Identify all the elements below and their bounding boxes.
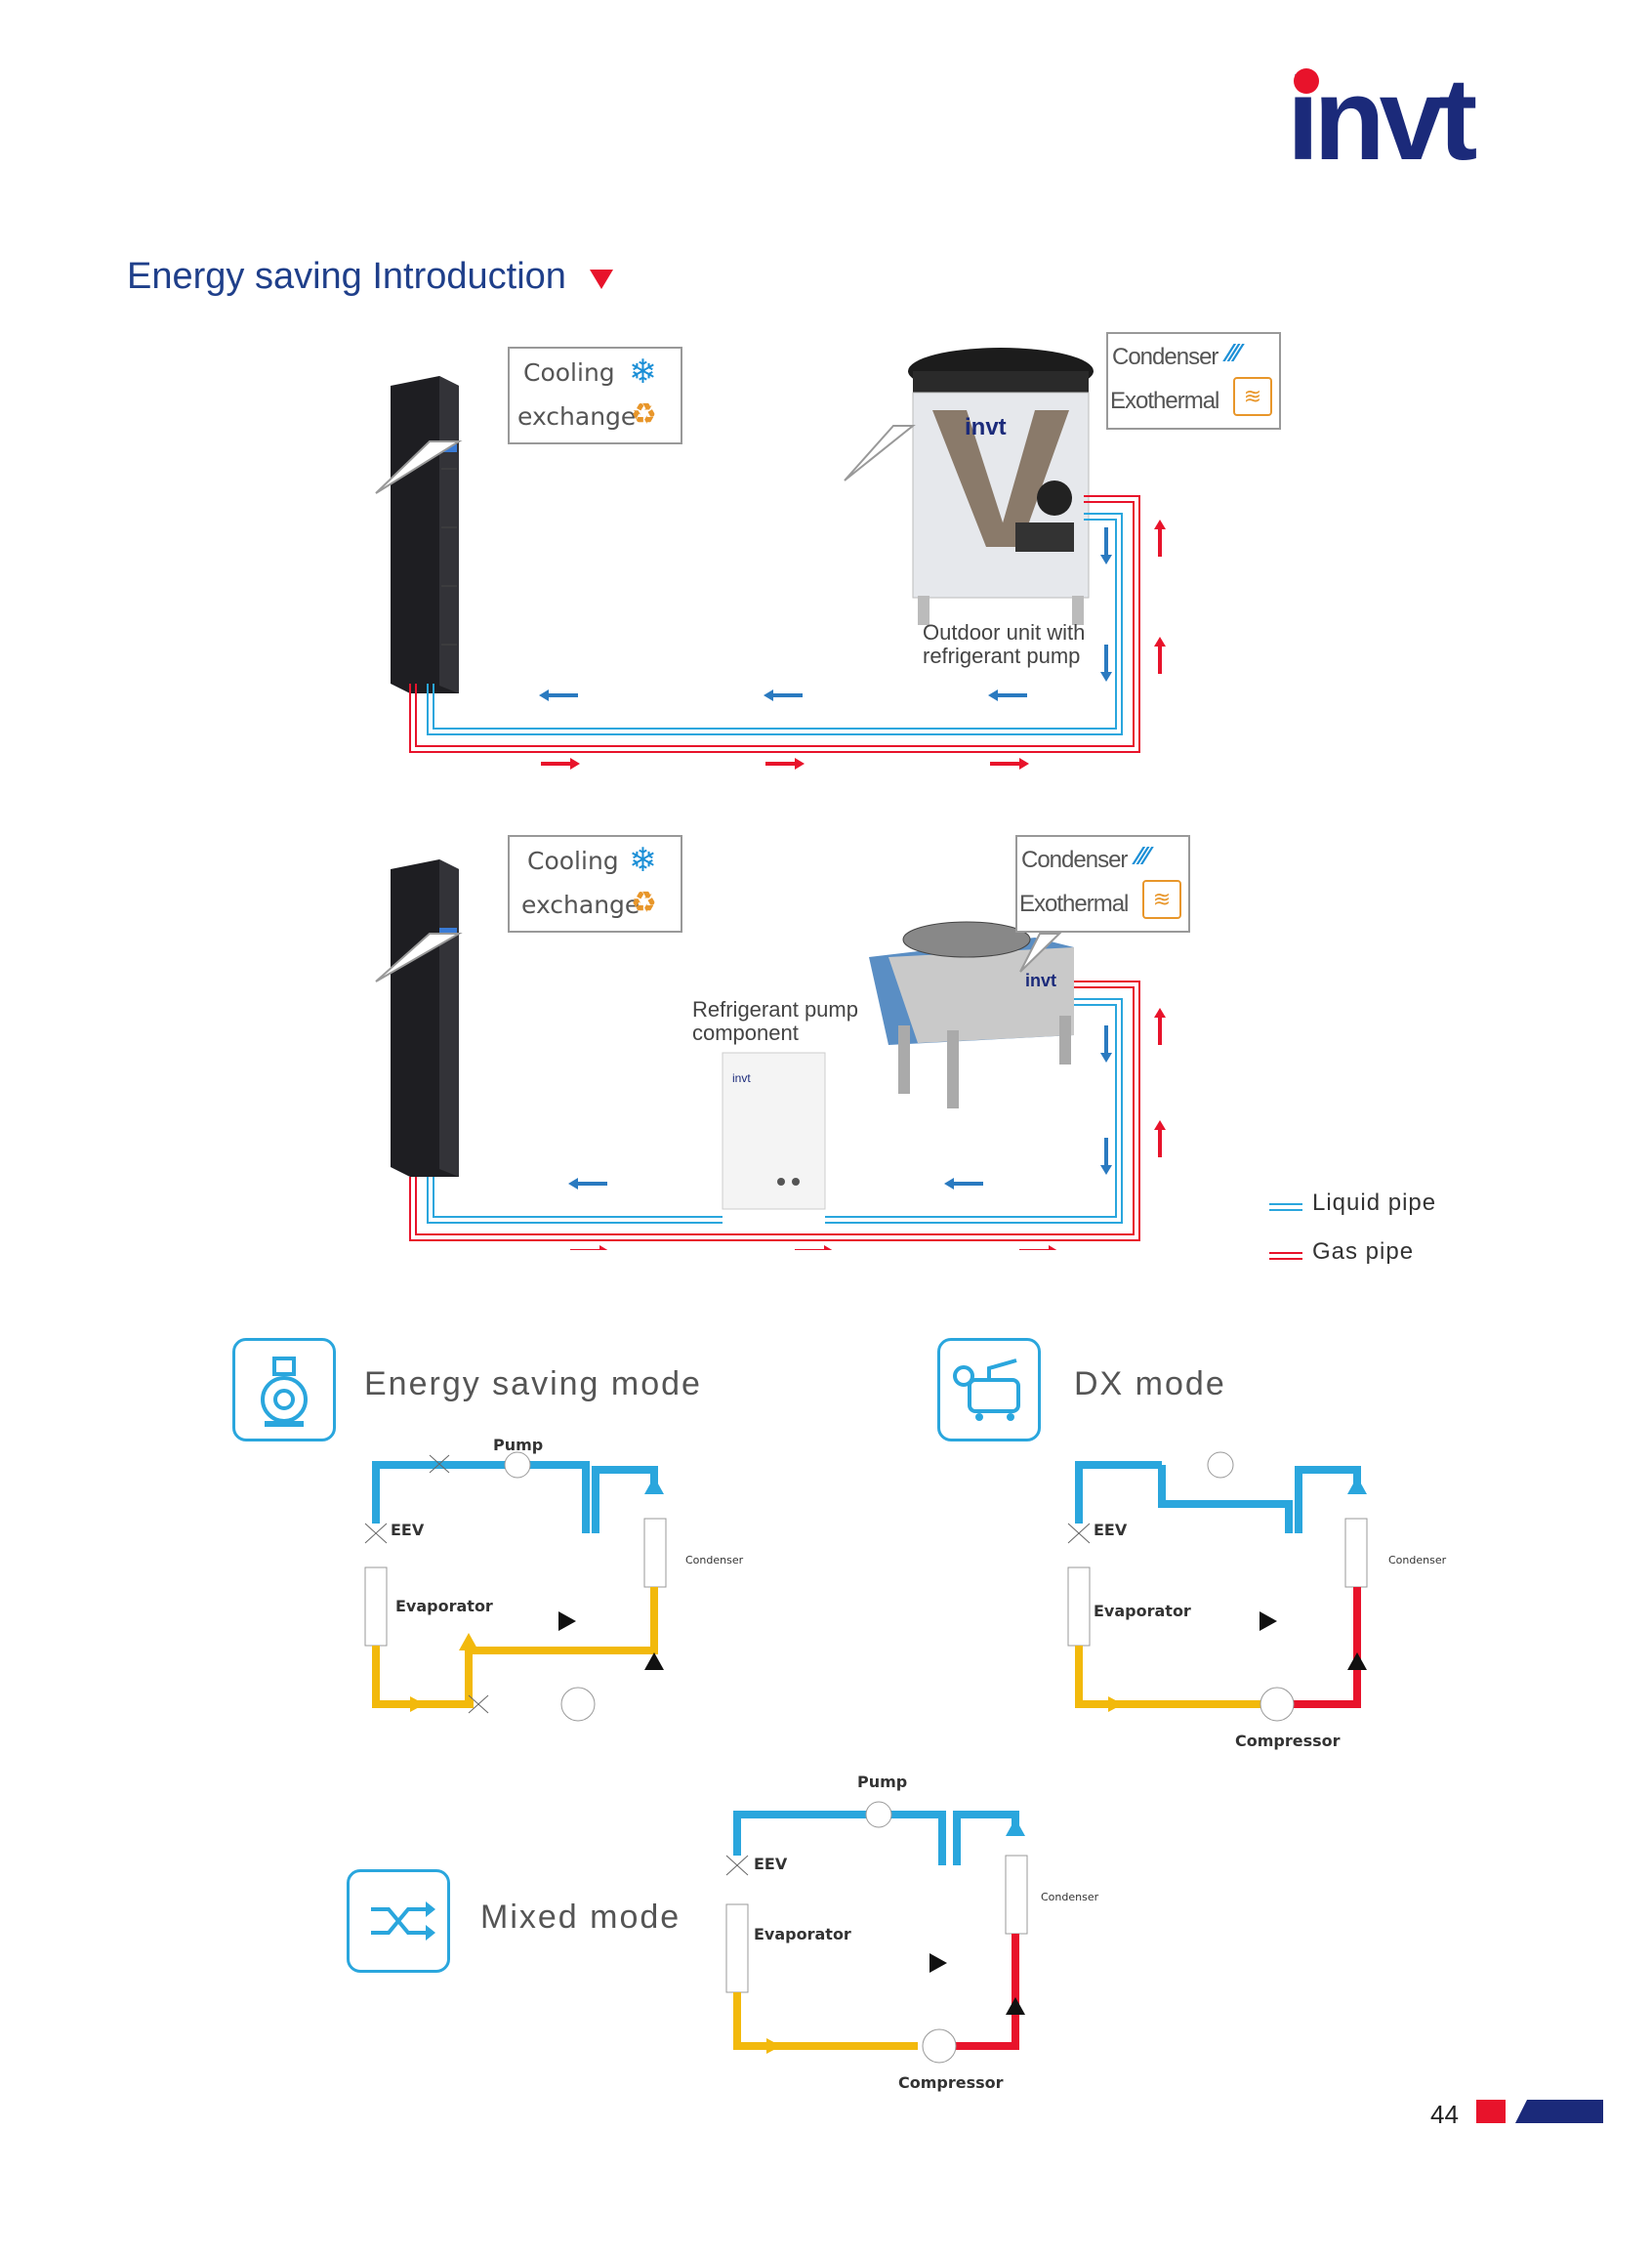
- callout-condenser-2: Condenser Exothermal ⁄⁄⁄ ≋: [1015, 835, 1190, 933]
- svg-text:invt: invt: [965, 414, 1007, 440]
- label-pump: Pump: [493, 1436, 543, 1454]
- label-compressor-dx: Compressor: [1235, 1732, 1341, 1750]
- mixed-mode-title: Mixed mode: [480, 1899, 681, 1936]
- label-condenser-dx: Condenser: [1388, 1554, 1447, 1566]
- snowflake-icon: ❄: [629, 353, 657, 392]
- gas-pipe-inner: [415, 501, 1135, 747]
- label-evaporator: Evaporator: [395, 1597, 493, 1615]
- liquid-pipe-outer: [427, 513, 1123, 735]
- heat-icon: ≋: [1142, 880, 1181, 919]
- label-condenser: Condenser: [685, 1554, 744, 1566]
- condenser-icon: ⁄⁄⁄: [1227, 338, 1241, 367]
- label-eev: EEV: [391, 1521, 425, 1539]
- recycle-icon: ♻: [631, 886, 657, 920]
- energy-saving-mode-title: Energy saving mode: [364, 1365, 702, 1402]
- energy-mode-icon: [232, 1338, 336, 1441]
- callout-cooling-exchange-2: Cooling exchange ❄ ♻: [508, 835, 682, 933]
- page-title: Energy saving Introduction: [127, 256, 566, 297]
- condenser-icon: ⁄⁄⁄: [1136, 841, 1150, 870]
- heat-icon: ≋: [1233, 377, 1272, 416]
- footer-bar: [1476, 2100, 1603, 2123]
- liquid-flow-arrows: [539, 527, 1112, 701]
- snowflake-icon: ❄: [629, 841, 657, 880]
- callout-condenser-1: Condenser Exothermal ⁄⁄⁄ ≋: [1106, 332, 1281, 430]
- dx-mode-title: DX mode: [1074, 1365, 1226, 1402]
- pump-component-label: Refrigerant pump component: [692, 997, 858, 1046]
- label-eev-mixed: EEV: [754, 1855, 788, 1873]
- dx-diagram: EEV Evaporator Compressor: [1067, 1451, 1368, 1750]
- logo-dot: [1294, 68, 1319, 94]
- label-condenser-mixed: Condenser: [1041, 1891, 1099, 1903]
- svg-text:invt: invt: [1025, 971, 1056, 990]
- page-number: 44: [1430, 2100, 1459, 2129]
- mixed-mode-icon: [347, 1869, 450, 1973]
- label-eev-dx: EEV: [1094, 1521, 1128, 1539]
- refrigerant-pump-component: [722, 1052, 826, 1210]
- callout-cooling-exchange-1: Cooling exchange ❄ ♻: [508, 347, 682, 444]
- svg-text:invt: invt: [732, 1071, 751, 1085]
- gas-pipe-outer: [409, 495, 1140, 753]
- outdoor-unit-label: Outdoor unit with refrigerant pump: [923, 620, 1086, 669]
- liquid-pipe-inner: [433, 519, 1117, 730]
- label-evaporator-mixed: Evaporator: [754, 1925, 851, 1943]
- label-pump-mixed: Pump: [857, 1773, 907, 1791]
- figure2-graphic: invt invt: [375, 859, 1166, 1250]
- mixed-diagram: Pump EEV Evaporator Compressor: [725, 1773, 1028, 2092]
- figure1-graphic: invt: [375, 348, 1166, 770]
- energy-saving-diagram: Pump EEV Evaporator: [364, 1436, 667, 1722]
- label-compressor-mixed: Compressor: [898, 2073, 1004, 2092]
- label-evaporator-dx: Evaporator: [1094, 1602, 1191, 1620]
- gas-flow-arrows: [541, 520, 1166, 770]
- title-triangle-icon: [590, 270, 613, 289]
- recycle-icon: ♻: [631, 397, 657, 432]
- dx-mode-icon: [937, 1338, 1041, 1441]
